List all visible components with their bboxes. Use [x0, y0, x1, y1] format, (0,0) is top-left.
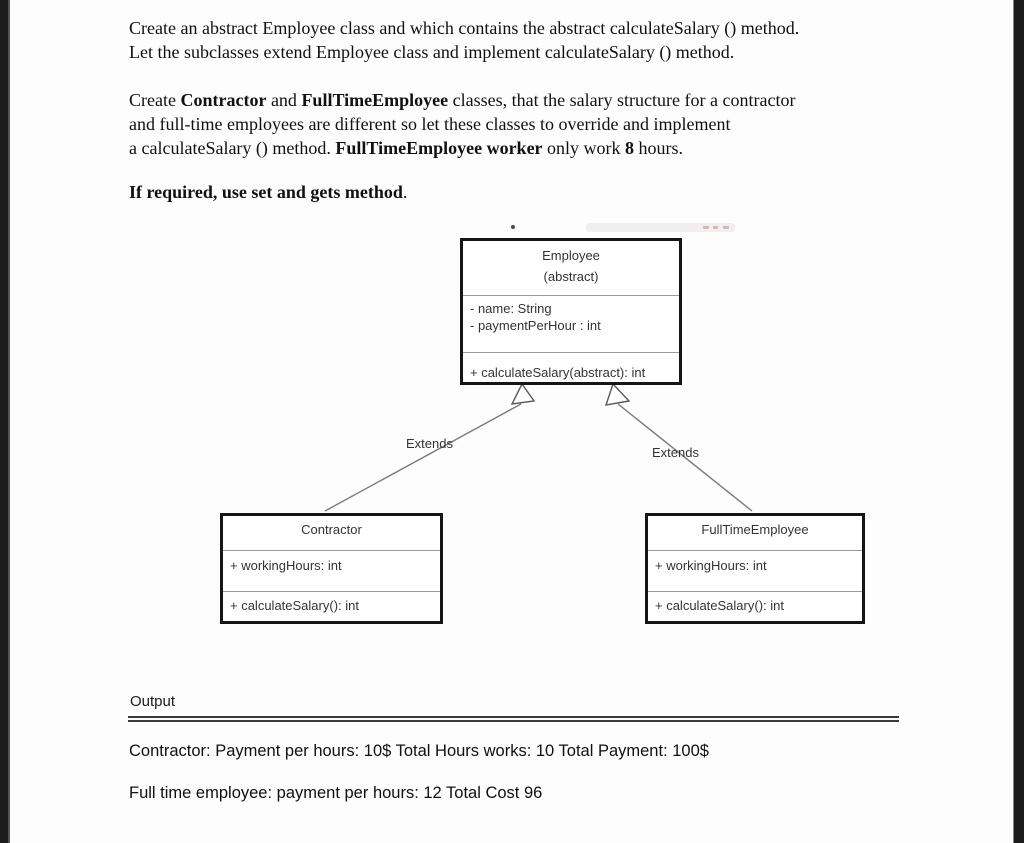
hollow-triangle-arrowhead-right — [604, 382, 631, 406]
faint-mark — [723, 226, 729, 229]
extends-label-right: Extends — [652, 445, 699, 460]
class-method: + calculateSalary(): int — [655, 598, 784, 613]
class-attribute: + workingHours: int — [655, 558, 767, 573]
class-attributes-compartment: + workingHours: int — [648, 551, 862, 591]
text-run: classes, that the salary structure for a… — [448, 90, 796, 110]
output-line-contractor: Contractor: Payment per hours: 10$ Total… — [129, 742, 709, 760]
text-run: . — [402, 182, 408, 202]
bold-run: Contractor — [180, 90, 267, 110]
problem-paragraph-1: Create an abstract Employee class and wh… — [129, 16, 799, 64]
compartment-divider — [463, 352, 679, 353]
class-stereotype: (abstract) — [543, 269, 599, 284]
text-run: only work — [542, 138, 626, 158]
output-line-fulltime: Full time employee: payment per hours: 1… — [129, 784, 543, 802]
class-title-compartment: Contractor — [223, 516, 440, 550]
compartment-divider — [648, 591, 862, 592]
class-attributes-compartment: + workingHours: int — [223, 551, 440, 591]
bold-run: 8 — [625, 138, 635, 158]
class-attribute: - paymentPerHour : int — [470, 317, 601, 333]
class-name: FullTimeEmployee — [701, 522, 809, 537]
faint-mark — [713, 226, 718, 229]
compartment-divider — [648, 550, 862, 551]
paragraph-line: If required, use set and gets method. — [129, 180, 407, 204]
bold-run: FullTimeEmployee worker — [335, 138, 543, 158]
bold-run: FullTimeEmployee — [301, 90, 449, 110]
text-run: a calculateSalary () method. — [129, 138, 336, 158]
problem-paragraph-3: If required, use set and gets method. — [129, 180, 407, 204]
class-attribute: + workingHours: int — [230, 558, 342, 573]
compartment-divider — [223, 550, 440, 551]
bold-run: If required, use set and gets method — [129, 182, 403, 202]
stray-dot-artifact — [511, 225, 515, 229]
class-box-fulltimeemployee: FullTimeEmployee + workingHours: int + c… — [645, 513, 865, 624]
problem-paragraph-2: Create Contractor and FullTimeEmployee c… — [129, 88, 795, 160]
paragraph-line: Let the subclasses extend Employee class… — [129, 42, 735, 62]
extends-line-left — [324, 403, 522, 512]
right-edge-bar — [1013, 0, 1024, 843]
class-title-compartment: FullTimeEmployee — [648, 516, 862, 550]
faint-toolbar-artifact — [586, 223, 735, 232]
text-run: hours. — [634, 138, 684, 158]
left-edge-bar — [0, 0, 10, 843]
class-title-compartment: Employee (abstract) — [463, 241, 679, 295]
class-methods-compartment: + calculateSalary(): int — [648, 592, 862, 621]
class-attributes-compartment: - name: String - paymentPerHour : int — [463, 296, 679, 352]
paragraph-line: a calculateSalary () method. FullTimeEmp… — [129, 136, 795, 160]
class-methods-compartment: + calculateSalary(): int — [223, 592, 440, 621]
output-section-label: Output — [130, 693, 176, 710]
text-run: Create — [129, 90, 181, 110]
class-name: Employee — [542, 248, 600, 263]
compartment-divider — [463, 295, 679, 296]
class-method: + calculateSalary(): int — [230, 598, 359, 613]
compartment-divider — [223, 591, 440, 592]
paragraph-line: and full-time employees are different so… — [129, 114, 731, 134]
extends-label-left: Extends — [406, 436, 453, 451]
class-name: Contractor — [301, 522, 362, 537]
class-box-contractor: Contractor + workingHours: int + calcula… — [220, 513, 443, 624]
class-box-employee: Employee (abstract) - name: String - pay… — [460, 238, 682, 385]
paragraph-line: Create an abstract Employee class and wh… — [129, 18, 800, 38]
paragraph-line: Create Contractor and FullTimeEmployee c… — [129, 88, 795, 112]
text-run: and — [266, 90, 302, 110]
class-attribute: - name: String — [470, 301, 552, 316]
class-methods-compartment: + calculateSalary(abstract): int — [463, 353, 679, 382]
class-method: + calculateSalary(abstract): int — [470, 365, 646, 380]
faint-mark — [703, 226, 709, 229]
double-rule-divider — [128, 716, 899, 722]
hollow-triangle-arrowhead-left — [510, 382, 536, 405]
